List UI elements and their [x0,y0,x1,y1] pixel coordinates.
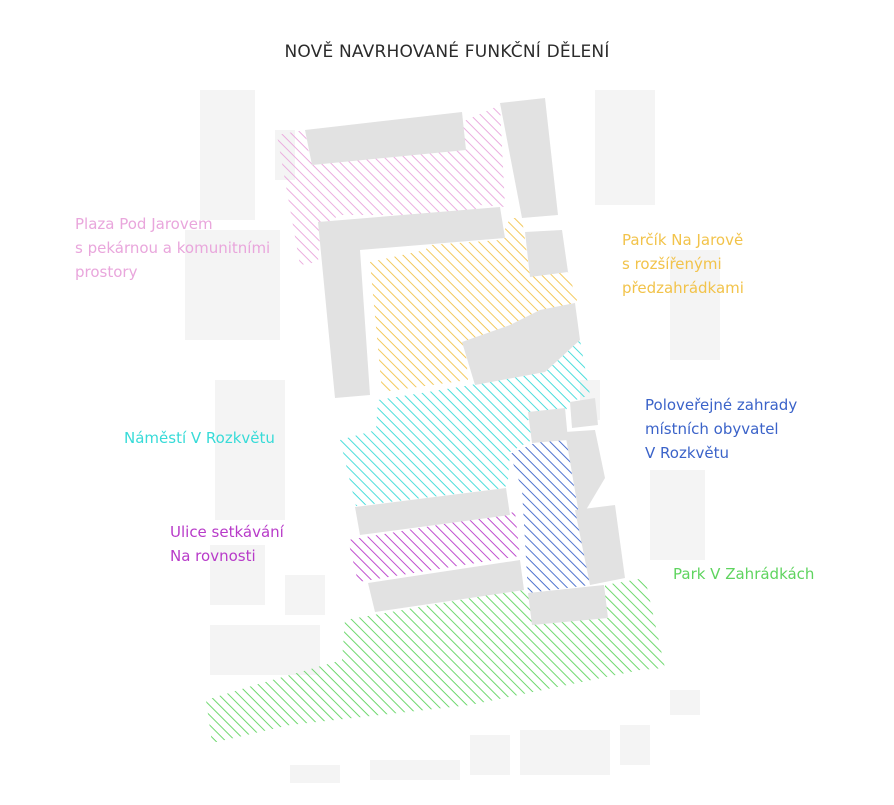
label-namesti: Náměstí V Rozkvětu [124,429,275,447]
label-plaza: Plaza Pod Jarovem s pekárnou a komunitní… [75,215,271,281]
zone-namesti [340,340,590,506]
label-parcik: Parčík Na Jarově s rozšířenými předzahrá… [622,231,744,297]
zone-ulice [348,512,520,582]
label-ulice: Ulice setkávání Na rovnosti [170,523,284,565]
label-park: Park V Zahrádkách [673,565,815,583]
zone-parcik [370,218,577,392]
building-blocks [305,98,625,625]
label-zahrady: Poloveřejné zahrady místních obyvatel V … [645,396,798,462]
zone-zahrady [510,437,590,593]
map-title: NOVĚ NAVRHOVANÉ FUNKČNÍ DĚLENÍ [284,42,610,62]
context-buildings [185,90,720,783]
